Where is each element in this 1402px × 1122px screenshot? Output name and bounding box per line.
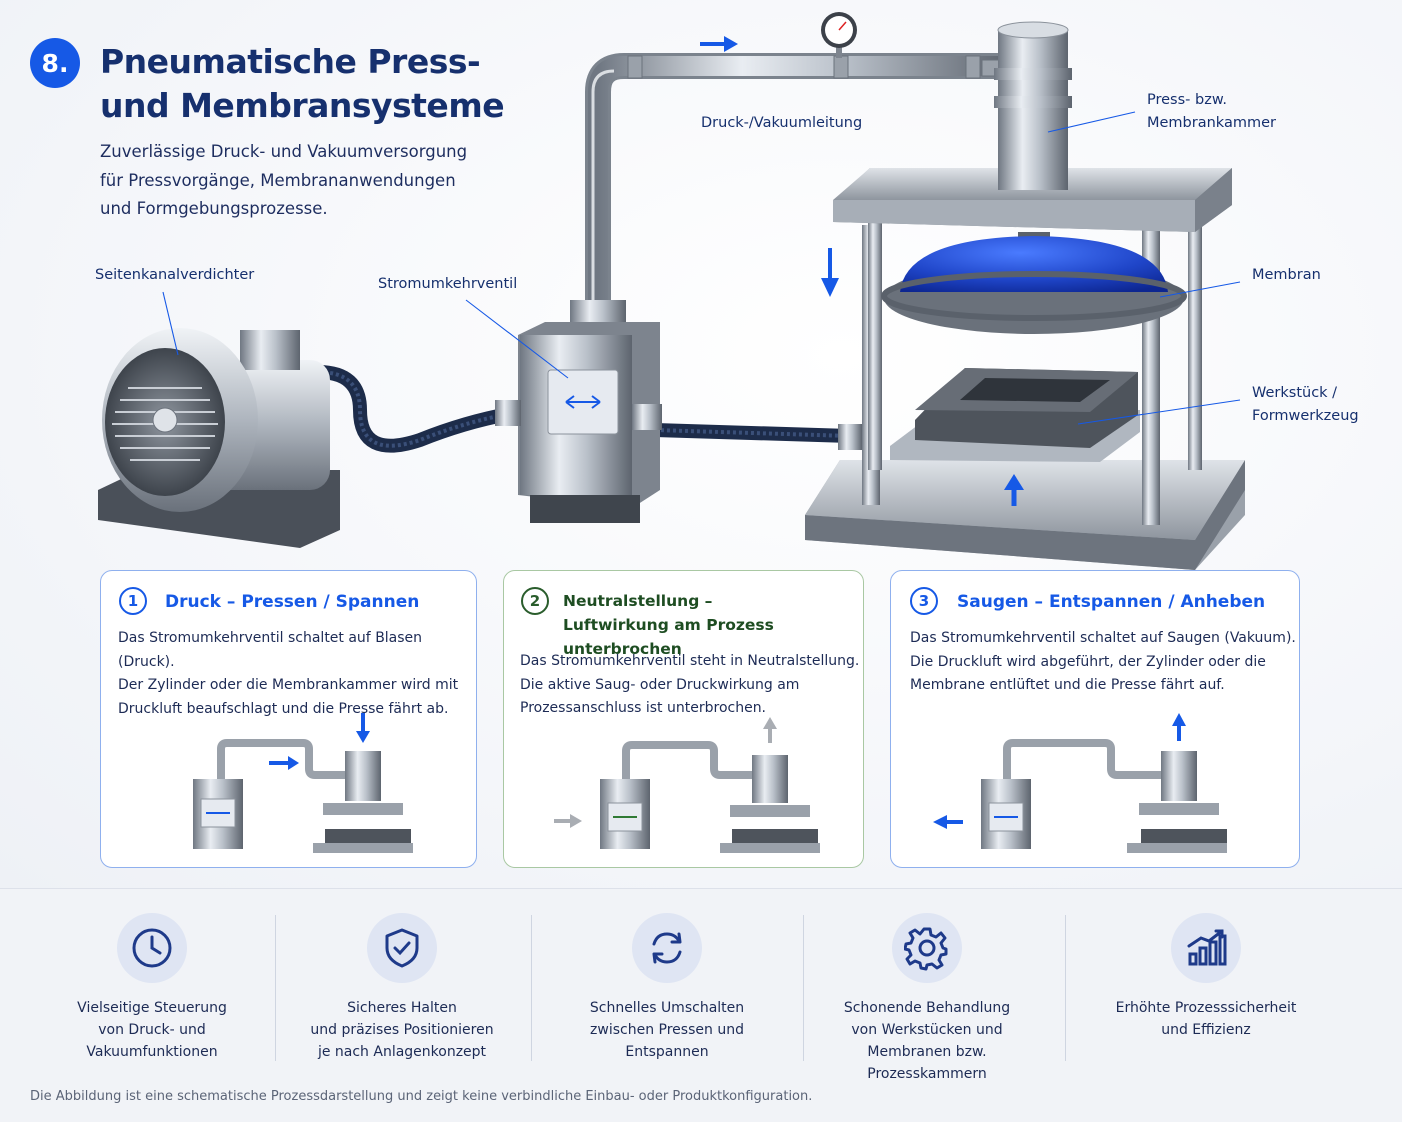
feature-icon-bg <box>367 913 437 983</box>
card-title-line-1: Neutralstellung – <box>563 592 713 610</box>
feature-text: Schonende Behandlung von Werkstücken und… <box>842 997 1012 1085</box>
feature-text-line: Vakuumfunktionen <box>86 1044 218 1060</box>
feature-icon-bg <box>632 913 702 983</box>
mode-card-suction: 3 Saugen – Entspannen / Anheben Das Stro… <box>890 570 1300 868</box>
page-title: Pneumatische Press- und Membransysteme <box>100 40 505 128</box>
feature-versatile-control: Vielseitige Steuerung von Druck- und Vak… <box>72 913 232 1063</box>
feature-icon-bg <box>117 913 187 983</box>
refresh-icon <box>652 932 682 964</box>
page-subtitle: Zuverlässige Druck- und Vakuumversorgung… <box>100 138 520 224</box>
card-text-line: Membrane entlüftet und die Presse fährt … <box>910 677 1225 693</box>
feature-text-line: und Effizienz <box>1161 1022 1251 1038</box>
feature-text-line: Membranen bzw. <box>867 1044 987 1060</box>
feature-text-line: Entspannen <box>625 1044 709 1060</box>
feature-text-line: je nach Anlagenkonzept <box>317 1044 487 1060</box>
card-text-line: Das Stromumkehrventil schaltet auf Blase… <box>118 630 423 670</box>
mode-card-pressure: 1 Druck – Pressen / Spannen Das Stromumk… <box>100 570 477 868</box>
divider <box>803 915 804 1061</box>
divider <box>1065 915 1066 1061</box>
feature-text-line: Erhöhte Prozesssicherheit <box>1115 1000 1297 1016</box>
divider <box>275 915 276 1061</box>
disclaimer: Die Abbildung ist eine schematische Proz… <box>30 1089 813 1104</box>
callout-workpiece-line-1: Werkstück / <box>1252 385 1338 401</box>
feature-secure-hold: Sicheres Halten und präzises Positionier… <box>307 913 497 1063</box>
feature-icon-bg <box>892 913 962 983</box>
feature-text-line: Vielseitige Steuerung <box>77 1000 227 1016</box>
neutral-mode-diagram <box>554 717 820 853</box>
callout-valve: Stromumkehrventil <box>378 276 518 292</box>
card-text-line: Das Stromumkehrventil steht in Neutralst… <box>520 653 860 669</box>
feature-text-line: Sicheres Halten <box>347 1000 457 1016</box>
feature-text: Vielseitige Steuerung von Druck- und Vak… <box>72 997 232 1063</box>
subtitle-line-3: und Formgebungsprozesse. <box>100 199 328 218</box>
card-text-line: Das Stromumkehrventil schaltet auf Sauge… <box>910 630 1296 646</box>
card-number: 3 <box>910 587 938 615</box>
callout-chamber-line-1: Press- bzw. <box>1147 92 1227 108</box>
callout-line: Druck-/Vakuumleitung <box>701 115 863 131</box>
callout-chamber-line-2: Membrankammer <box>1147 115 1276 131</box>
bar-chart-icon <box>1187 929 1227 966</box>
card-text: Das Stromumkehrventil steht in Neutralst… <box>520 650 859 721</box>
feature-icon-bg <box>1171 913 1241 983</box>
feature-text-line: zwischen Pressen und <box>590 1022 744 1038</box>
feature-text-line: Prozesskammern <box>867 1066 987 1082</box>
feature-text-line: von Werkstücken und <box>851 1022 1003 1038</box>
step-badge: 8. <box>30 38 80 88</box>
card-text: Das Stromumkehrventil schaltet auf Sauge… <box>910 627 1296 698</box>
card-text-line: Die Druckluft wird abgeführt, der Zylind… <box>910 653 1266 670</box>
title-line-2: und Membransysteme <box>100 86 505 125</box>
suction-mode-diagram <box>933 713 1227 853</box>
feature-fast-switch: Schnelles Umschalten zwischen Pressen un… <box>582 913 752 1063</box>
feature-strip: Vielseitige Steuerung von Druck- und Vak… <box>0 888 1402 1122</box>
card-title: Druck – Pressen / Spannen <box>165 592 420 612</box>
gear-icon <box>904 927 948 971</box>
feature-gentle-handling: Schonende Behandlung von Werkstücken und… <box>842 913 1012 1085</box>
feature-text: Sicheres Halten und präzises Positionier… <box>307 997 497 1063</box>
feature-text-line: Schnelles Umschalten <box>589 1000 745 1016</box>
divider <box>531 915 532 1061</box>
card-text-line: Druckluft beaufschlagt und die Presse fä… <box>118 700 449 717</box>
feature-process-safety: Erhöhte Prozesssicherheit und Effizienz <box>1110 913 1302 1041</box>
shield-check-icon <box>385 928 419 968</box>
title-line-1: Pneumatische Press- <box>100 42 481 81</box>
feature-text: Schnelles Umschalten zwischen Pressen un… <box>582 997 752 1063</box>
card-title: Saugen – Entspannen / Anheben <box>957 592 1266 612</box>
card-number: 1 <box>119 587 147 615</box>
callout-workpiece-line-2: Formwerkzeug <box>1252 408 1359 424</box>
card-text-line: Prozessanschluss ist unterbrochen. <box>520 700 767 716</box>
mode-card-neutral: 2 Neutralstellung – Luftwirkung am Proze… <box>503 570 864 868</box>
subtitle-line-2: für Pressvorgänge, Membrananwendungen <box>100 170 456 190</box>
callout-membrane: Membran <box>1252 267 1321 283</box>
feature-text-line: von Druck- und <box>98 1022 206 1038</box>
card-text-line: Der Zylinder oder die Membrankammer wird… <box>118 677 459 693</box>
feature-text: Erhöhte Prozesssicherheit und Effizienz <box>1110 997 1302 1041</box>
feature-text-line: und präzises Positionieren <box>310 1022 494 1038</box>
callout-chamber: Press- bzw. Membrankammer <box>1147 89 1276 135</box>
callout-workpiece: Werkstück / Formwerkzeug <box>1252 382 1359 428</box>
card-title: Neutralstellung – Luftwirkung am Prozess… <box>563 589 863 661</box>
clock-icon <box>132 928 172 968</box>
system-illustration <box>98 12 1245 570</box>
callout-compressor: Seitenkanalverdichter <box>95 267 255 283</box>
pressure-mode-diagram <box>193 713 413 853</box>
feature-text-line: Schonende Behandlung <box>843 1000 1011 1016</box>
card-text-line: Die aktive Saug- oder Druckwirkung am <box>520 676 800 693</box>
card-title-line-2: Luftwirkung am Prozess unterbrochen <box>563 616 774 658</box>
card-number: 2 <box>521 587 549 615</box>
card-text: Das Stromumkehrventil schaltet auf Blase… <box>118 627 476 721</box>
subtitle-line-1: Zuverlässige Druck- und Vakuumversorgung <box>100 142 468 161</box>
